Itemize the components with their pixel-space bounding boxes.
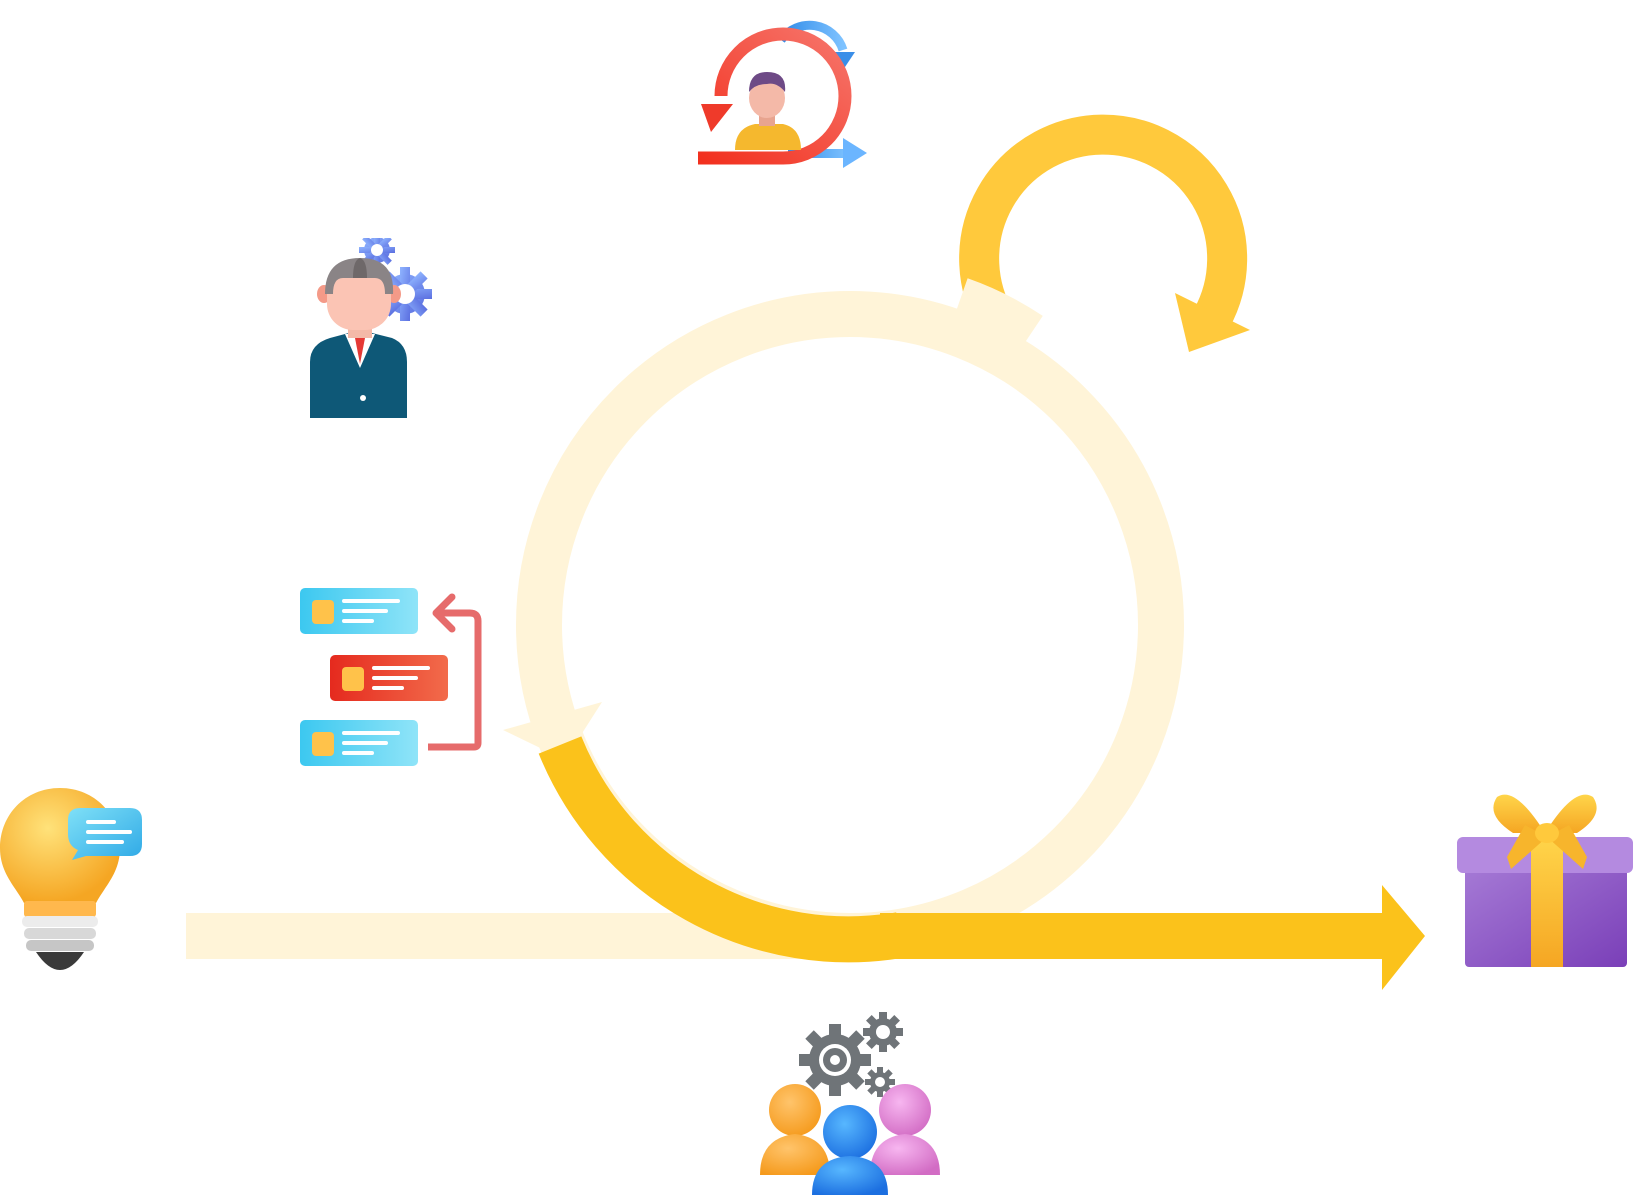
sprint-loop-arrowhead [503, 702, 602, 760]
gift-box-icon [1457, 794, 1633, 967]
team-gears-icon [760, 1012, 940, 1195]
backlog-reorder-icon [300, 588, 482, 766]
backlog-node [298, 585, 488, 773]
sprint-loop-solid-arc [538, 736, 904, 963]
timeline-solid-segment [880, 913, 1385, 959]
daily-loop-arc [959, 114, 1248, 332]
timeline-arrowhead [1382, 885, 1425, 990]
product-owner-node [305, 238, 453, 418]
lightbulb-chat-icon [0, 788, 142, 970]
product-owner-gears-icon [310, 238, 432, 418]
sprint-cycle-person-icon [698, 20, 867, 168]
team-node [760, 1010, 946, 1195]
sprint-node [693, 0, 891, 178]
product-node [1455, 785, 1635, 970]
idea-node [0, 788, 146, 972]
daily-loop-arrowhead [1175, 293, 1250, 352]
